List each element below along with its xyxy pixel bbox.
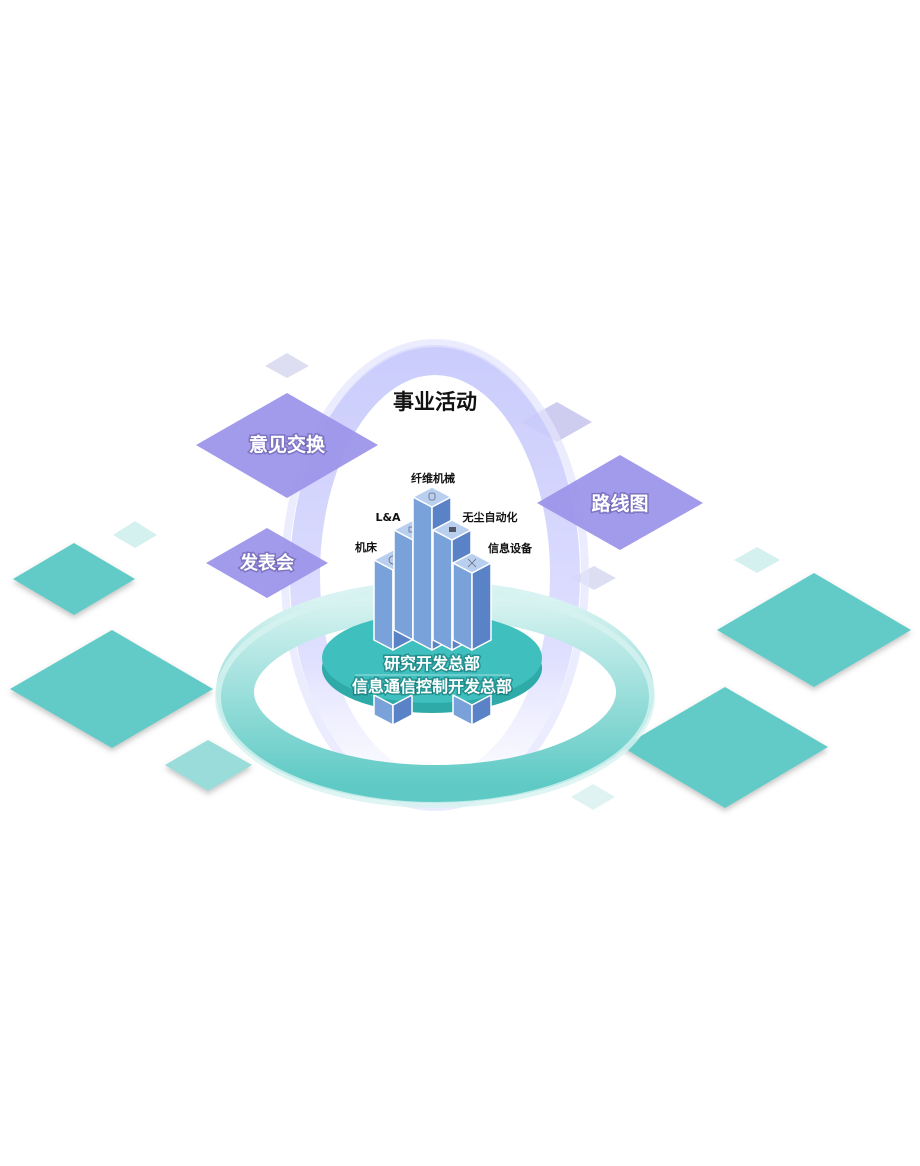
building-xinxi <box>452 552 492 651</box>
activity-opinion-exchange: 意见交换 <box>196 393 378 498</box>
spool-icon <box>428 492 436 501</box>
building-label: 信息设备 <box>488 541 533 555</box>
activity-presentation: 发表会 <box>206 528 328 598</box>
building-label: 纤维机械 <box>411 471 455 485</box>
svg-text:路线图: 路线图 <box>591 492 648 515</box>
hq-label-2: 信息通信控制开发总部 <box>352 677 512 696</box>
activity-roadmap: 路线图 <box>537 455 703 550</box>
building-label: 机床 <box>355 540 378 554</box>
buildings <box>373 486 492 726</box>
hq-label-1: 研究开发总部 <box>384 654 480 673</box>
robot-icon <box>449 527 456 532</box>
building-label: L&A <box>375 511 401 524</box>
center-title: 事业活动 <box>393 390 477 414</box>
svg-text:意见交换: 意见交换 <box>249 433 326 456</box>
building-label: 无尘自动化 <box>462 510 518 524</box>
svg-text:发表会: 发表会 <box>239 552 294 574</box>
network-icon <box>467 558 477 568</box>
